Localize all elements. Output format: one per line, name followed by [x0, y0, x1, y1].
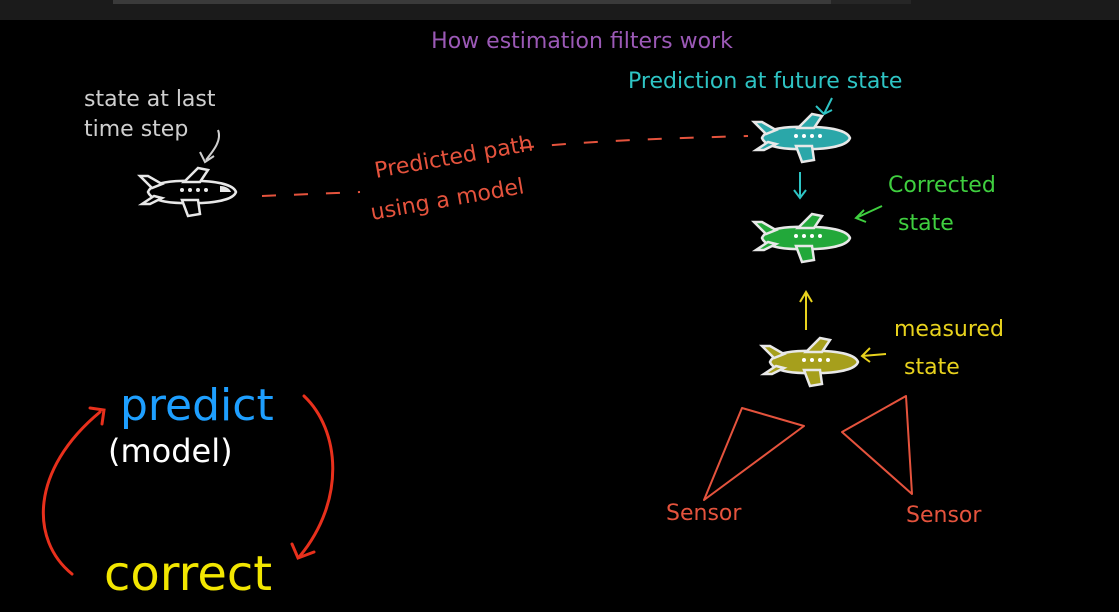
predicted-path-dashed-line — [261, 135, 749, 197]
airplane-icon-white — [138, 166, 238, 218]
arrow-prediction-to-corrected — [793, 172, 807, 200]
arrow-to-corrected — [854, 205, 883, 223]
diagram-title: How estimation filters work — [431, 29, 733, 54]
arrow-to-last-state — [199, 129, 220, 164]
arrow-to-prediction — [815, 97, 833, 116]
sensor-beam-right — [841, 395, 913, 495]
progress-track-remaining — [831, 0, 911, 4]
diagram-svg: How estimation filters work state at las… — [41, 29, 1004, 602]
label-measured-line2: state — [904, 355, 960, 380]
cycle-arrow-left — [41, 406, 106, 576]
arrow-measured-to-corrected — [799, 290, 813, 330]
label-measured-line1: measured — [894, 317, 1004, 342]
whiteboard-canvas: How estimation filters work state at las… — [0, 20, 1119, 608]
airplane-icon-olive — [760, 336, 860, 388]
label-last-state-line1: state at last — [84, 87, 216, 112]
label-sensor-right: Sensor — [906, 503, 982, 528]
arrow-to-measured — [860, 347, 887, 363]
label-prediction: Prediction at future state — [628, 69, 902, 94]
label-corrected-line1: Corrected — [888, 173, 996, 198]
cycle-correct-label: correct — [104, 546, 272, 602]
label-corrected-line2: state — [898, 211, 954, 236]
cycle-arrow-right — [290, 394, 335, 560]
cycle-predict-label: predict — [120, 380, 274, 431]
label-predicted-path-line2: using a model — [369, 174, 526, 226]
airplane-icon-green — [752, 212, 852, 264]
label-sensor-left: Sensor — [666, 501, 742, 526]
video-top-bar — [0, 0, 1119, 20]
label-last-state-line2: time step — [84, 117, 188, 142]
sensor-beam-left — [703, 407, 805, 501]
cycle-model-label: (model) — [108, 432, 233, 470]
airplane-icon-teal — [752, 112, 852, 164]
progress-track — [113, 0, 831, 4]
